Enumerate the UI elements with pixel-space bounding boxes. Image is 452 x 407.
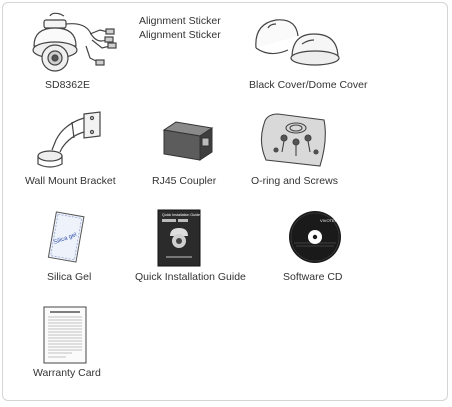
- alignment-sticker-label-2: Alignment Sticker: [139, 29, 221, 41]
- warranty-label: Warranty Card: [33, 367, 101, 379]
- item-cover: [248, 14, 348, 78]
- wall-mount-bracket-icon: [34, 110, 114, 174]
- dome-camera-icon: [20, 10, 120, 78]
- camera-label: SD8362E: [45, 79, 90, 91]
- software-cd-icon: VIVOTEK: [288, 210, 342, 264]
- silica-label: Silica Gel: [47, 271, 92, 283]
- item-camera: [20, 10, 130, 100]
- item-bracket: [34, 110, 114, 174]
- warranty-card-icon: [42, 305, 88, 365]
- item-warranty: [42, 305, 88, 365]
- cover-label: Black Cover/Dome Cover: [249, 79, 368, 91]
- coupler-label: RJ45 Coupler: [152, 175, 217, 187]
- item-silica: Silica gel: [46, 210, 86, 266]
- guide-label: Quick Installation Guide: [135, 271, 246, 283]
- cd-label: Software CD: [283, 271, 343, 283]
- screws-label: O-ring and Screws: [251, 175, 338, 187]
- alignment-sticker-label-1: Alignment Sticker: [139, 15, 221, 27]
- item-screws: [256, 110, 330, 170]
- rj45-coupler-icon: [160, 120, 216, 164]
- silica-gel-icon: Silica gel: [46, 210, 86, 266]
- screws-bag-icon: [256, 110, 330, 170]
- bracket-label: Wall Mount Bracket: [25, 175, 116, 187]
- dome-cover-icon: [248, 14, 344, 76]
- item-guide: Quick Installation Guide: [156, 208, 202, 268]
- item-coupler: [160, 120, 216, 164]
- cd-brand-text: VIVOTEK: [320, 218, 338, 223]
- guide-cover-title: Quick Installation Guide: [162, 213, 200, 217]
- guide-booklet-icon: Quick Installation Guide: [156, 208, 202, 268]
- item-cd: VIVOTEK: [288, 210, 342, 264]
